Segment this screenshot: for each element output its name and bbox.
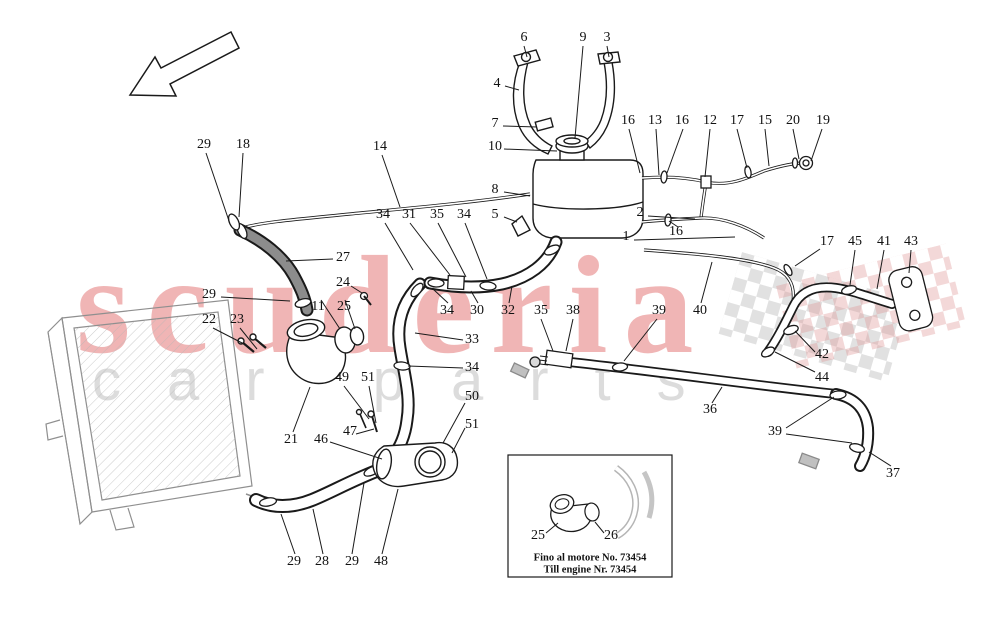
leader-lines [205,45,912,555]
inset-box [507,454,673,578]
inset-note-line1: Fino al motore No. 73454 [533,552,647,564]
thermostat-housing-drawing [237,318,365,385]
hoses-drawing [233,223,897,513]
direction-arrow-icon [128,30,241,97]
outlet-housing-drawing [355,408,459,488]
expansion-tank-drawing [511,49,644,239]
fittings-drawing [227,155,934,507]
radiator-drawing [45,299,261,531]
inset-note-line2: Till engine Nr. 73454 [543,564,637,576]
